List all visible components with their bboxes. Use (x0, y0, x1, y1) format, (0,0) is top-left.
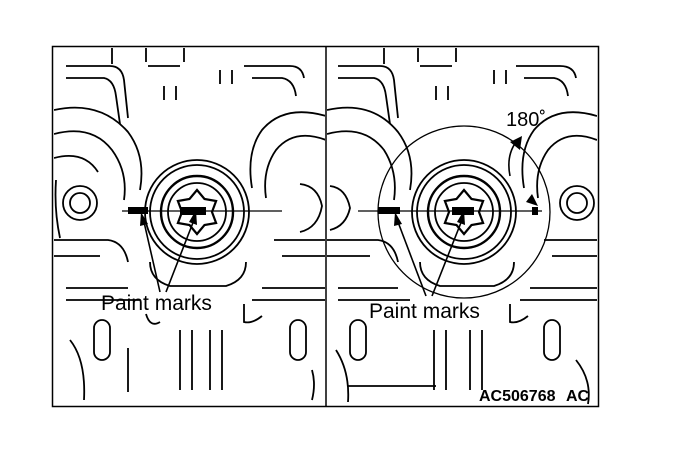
left-bolt-paint-mark (180, 207, 206, 215)
right-panel (327, 48, 597, 405)
left-paint-marks-label: Paint marks (101, 292, 212, 315)
right-star-socket (443, 188, 485, 236)
left-leader-arrow-1 (143, 221, 161, 293)
figure-code-suffix: AC (566, 388, 590, 405)
left-panel (54, 48, 325, 401)
right-opposite-paint-mark (532, 207, 538, 215)
left-star-socket (176, 188, 218, 236)
right-leader-arrow-1 (397, 221, 427, 297)
figure-code: AC506768 (479, 388, 556, 405)
right-cap-paint-mark (378, 207, 400, 214)
right-paint-marks-label: Paint marks (369, 300, 480, 323)
rotation-arrow (508, 141, 517, 177)
rotation-angle-label: 180˚ (506, 109, 546, 131)
left-leader-arrow-2 (165, 219, 195, 293)
left-cap-paint-mark (128, 207, 148, 214)
right-leader-arrow-2 (431, 219, 463, 297)
right-bolt-paint-mark (452, 207, 474, 215)
